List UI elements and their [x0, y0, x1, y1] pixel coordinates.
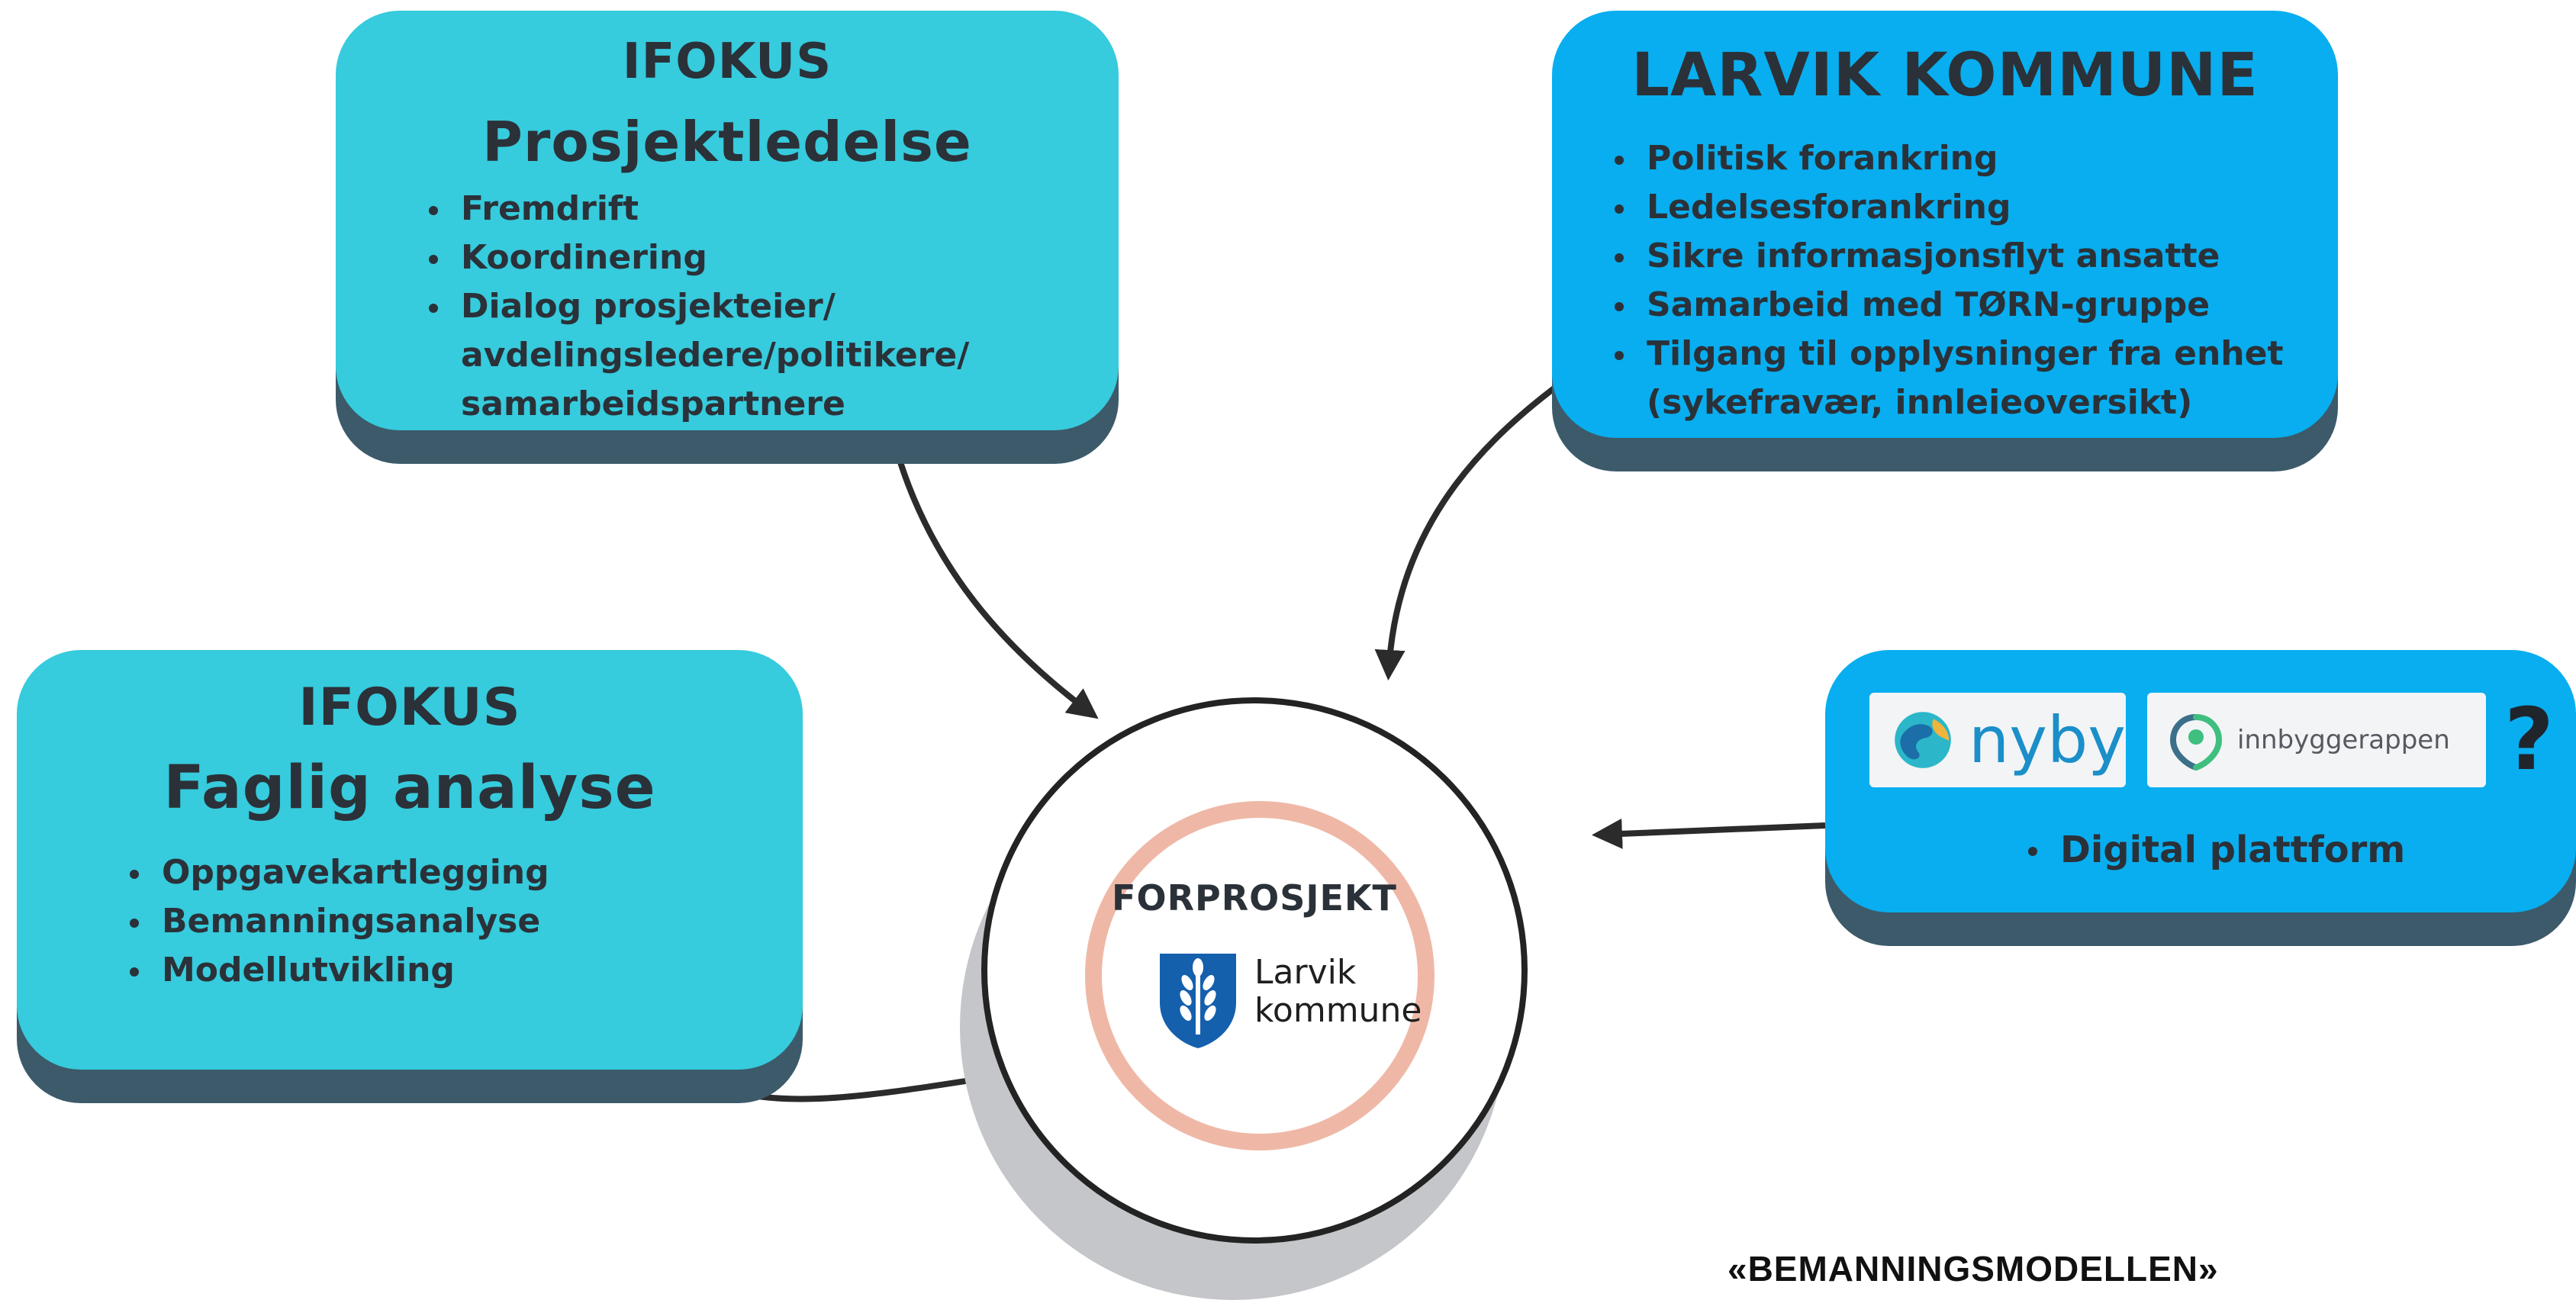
innbyggerappen-label: innbyggerappen	[2237, 725, 2450, 755]
list-item-line: samarbeidspartnere	[461, 385, 845, 423]
org-name-line2: kommune	[1254, 991, 1422, 1030]
arrow-larvik-to-center	[1374, 385, 1557, 681]
org-name-line1: Larvik	[1254, 953, 1357, 992]
list-item: Ledelsesforankring	[1605, 183, 2284, 232]
list-item: Sikre informasjonsflyt ansatte	[1605, 232, 2284, 281]
innbyggerappen-location-pin-icon	[2169, 714, 2223, 771]
question-mark: ?	[2504, 690, 2554, 790]
card-digital-plattform: nyby innbyggerappen ? Digital plattform	[1825, 650, 2576, 946]
larvik-crest-icon	[1160, 954, 1236, 1048]
bullet-list: Digital plattform	[2019, 825, 2405, 874]
center-label: FORPROSJEKT	[1112, 877, 1397, 919]
center-forprosjekt: FORPROSJEKT Larvik kommune	[960, 697, 1528, 1300]
card-larvik-kommune: LARVIK KOMMUNE Politisk forankring Ledel…	[1552, 11, 2338, 471]
card-subtitle: Faglig analyse	[163, 754, 656, 822]
list-item: Oppgavekartlegging	[121, 848, 549, 897]
list-item: Modellutvikling	[121, 946, 549, 995]
card-title: IFOKUS	[622, 34, 832, 90]
arrow-digital-to-center	[1592, 818, 1826, 849]
list-item-dialog: Dialog prosjekteier/ avdelingsledere/pol…	[420, 282, 969, 429]
list-item-line: (sykefravær, innleieoversikt)	[1647, 383, 2193, 422]
nyby-logo: nyby	[1869, 693, 2126, 787]
card-subtitle: Prosjektledelse	[482, 110, 972, 174]
bullet-list: Politisk forankring Ledelsesforankring S…	[1605, 134, 2284, 427]
list-item-line: Tilgang til opplysninger fra enhet	[1647, 334, 2284, 373]
list-item-tilgang: Tilgang til opplysninger fra enhet (syke…	[1605, 330, 2284, 427]
card-title: LARVIK KOMMUNE	[1631, 41, 2259, 110]
card-ifokus-prosjektledelse: IFOKUS Prosjektledelse Fremdrift Koordin…	[336, 11, 1119, 464]
bullet-list: Fremdrift Koordinering Dialog prosjektei…	[420, 185, 969, 429]
card-ifokus-faglig-analyse: IFOKUS Faglig analyse	[17, 650, 803, 1103]
list-item: Samarbeid med TØRN-gruppe	[1605, 281, 2284, 330]
innbyggerappen-logo: innbyggerappen	[2147, 693, 2486, 787]
org-name: Larvik kommune	[1254, 954, 1422, 1030]
outer-ring	[981, 697, 1528, 1244]
list-item: Politisk forankring	[1605, 134, 2284, 183]
list-item-line: avdelingsledere/politikere/	[461, 336, 970, 375]
nyby-globe-icon	[1895, 712, 1951, 768]
footer-caption: «BEMANNINGSMODELLEN»	[1728, 1249, 2219, 1289]
card-title: IFOKUS	[298, 677, 521, 738]
nyby-label: nyby	[1969, 703, 2126, 777]
list-item: Fremdrift	[420, 185, 969, 233]
arrow-prosjektledelse-to-center	[897, 461, 1099, 719]
list-item: Bemanningsanalyse	[121, 897, 549, 946]
faglig-bullet-list: Oppgavekartlegging Bemanningsanalyse Mod…	[121, 848, 549, 995]
list-item: Digital plattform	[2019, 825, 2405, 874]
list-item-line: Dialog prosjekteier/	[461, 287, 836, 326]
list-item: Koordinering	[420, 233, 969, 282]
